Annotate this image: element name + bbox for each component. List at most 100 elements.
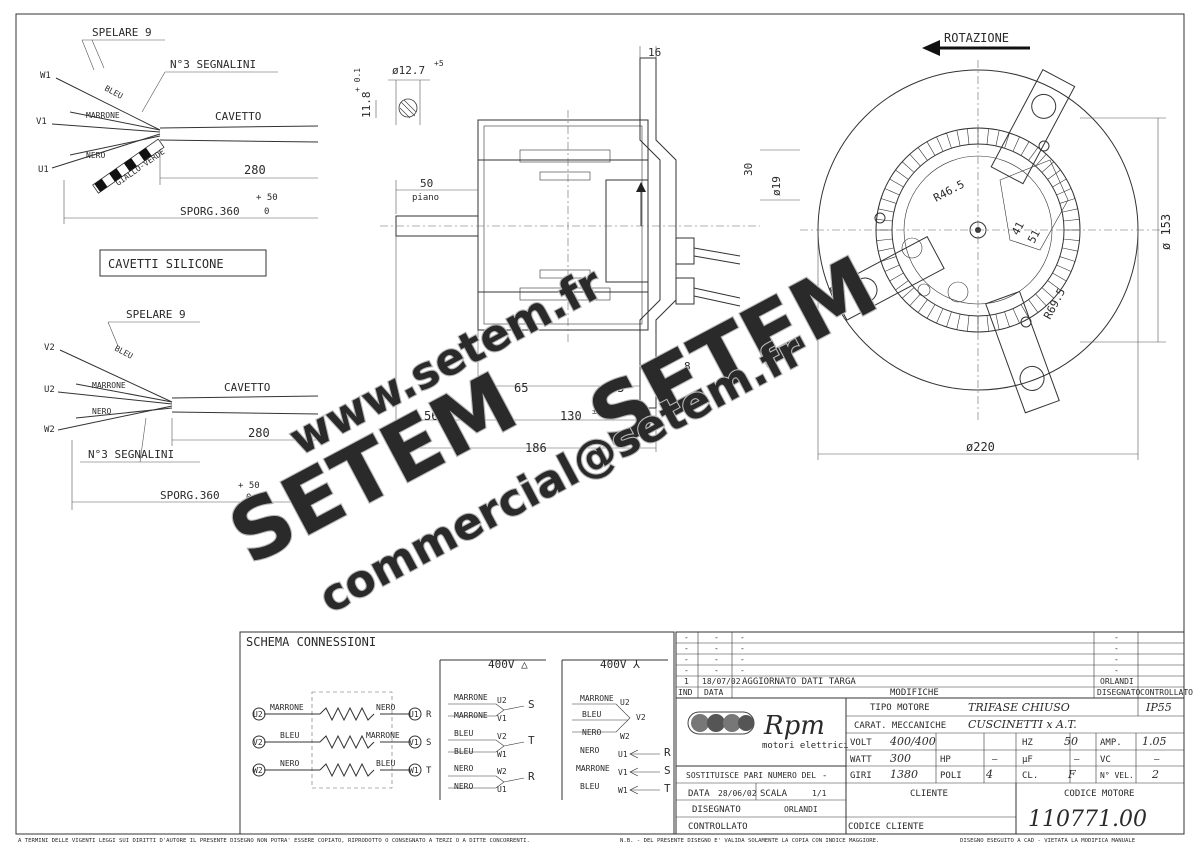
rev-dash: - — [684, 666, 689, 675]
poli-label: POLI — [940, 771, 962, 781]
amp-label: AMP. — [1100, 738, 1122, 748]
carat-value: CUSCINETTI x A.T. — [968, 718, 1077, 731]
schema-color-r1: NERO — [376, 703, 395, 712]
cooling-fin — [878, 208, 894, 213]
cooling-fin — [967, 128, 970, 145]
key-tolerance: + 0.1 — [353, 68, 362, 92]
logo-text: Rpm — [763, 711, 825, 741]
star-phase-s: S — [664, 764, 671, 777]
tol-130: ±1 — [592, 407, 602, 416]
sporg-top: SPORG.360 — [180, 205, 240, 218]
rev-dash: - — [1114, 633, 1119, 642]
rev-head-modifiche: MODIFICHE — [890, 688, 939, 698]
codice-cliente-label: CODICE CLIENTE — [848, 822, 924, 832]
schema-color-l3: NERO — [280, 759, 299, 768]
motor-side-view: ø12.7 +5 11.8 + 0.1 16 5 — [353, 46, 760, 455]
codice-motore-value: 110771.00 — [1028, 807, 1147, 832]
cooling-fin — [878, 247, 894, 252]
cooling-fin — [876, 238, 893, 241]
controllato-label: CONTROLLATO — [688, 822, 748, 832]
cooling-fin — [926, 304, 936, 319]
dim-65-a: 65 — [514, 381, 528, 395]
wire-v2-label: V2 — [44, 343, 55, 353]
data-label: DATA — [688, 789, 710, 799]
cliente-label: CLIENTE — [910, 789, 948, 799]
cooling-fin — [936, 308, 944, 324]
uf-value: — — [1074, 755, 1080, 765]
star-bot-t1: U1 — [618, 750, 628, 759]
cl-value: F — [1067, 768, 1076, 781]
cooling-fin — [901, 287, 915, 299]
cooling-fin — [1004, 311, 1010, 328]
delta-c2c: NERO — [454, 782, 473, 791]
piano-label: piano — [412, 193, 439, 203]
cooling-fin — [909, 293, 921, 307]
delta-c2b: BLEU — [454, 747, 473, 756]
shaft-diameter: ø12.7 — [392, 64, 425, 77]
footer-note: N.B. - DEL PRESENTE DISEGNO E' VALIDA SO… — [620, 838, 879, 844]
color-marrone-bottom: MARRONE — [92, 381, 126, 390]
data-value: 28/06/02 — [718, 789, 757, 798]
color-bleu-top: BLEU — [103, 84, 124, 101]
delta-c1c: NERO — [454, 764, 473, 773]
cooling-fin — [926, 141, 936, 156]
delta-t2c: U1 — [497, 785, 507, 794]
cooling-fin — [1020, 304, 1030, 319]
star-bot-c2: MARRONE — [576, 764, 610, 773]
rev-row-num: 1 — [684, 677, 689, 686]
tipo-value: TRIFASE CHIUSO — [968, 701, 1070, 714]
watt-value: 300 — [890, 752, 911, 765]
wire-w1-label: W1 — [40, 71, 51, 81]
dim-r46: R46.5 — [931, 178, 966, 205]
wire-u1-label: U1 — [38, 165, 49, 175]
rev-dash: - — [714, 655, 719, 664]
nvel-label: N° VEL. — [1100, 771, 1134, 780]
cable-detail-bottom: SPELARE 9 CAVETTO V2 U2 W2 BLEU MARRONE … — [44, 308, 319, 510]
rev-dash: - — [740, 644, 745, 653]
tol-zero-bottom: 0 — [246, 493, 251, 503]
dim-280-bottom: 280 — [248, 426, 270, 440]
delta-t2b: W1 — [497, 750, 507, 759]
rpm-logo-icon — [687, 711, 755, 735]
cooling-fin — [1047, 169, 1061, 180]
cooling-fin — [1062, 208, 1078, 213]
cooling-fin — [1052, 178, 1067, 188]
delta-t1c: W2 — [497, 767, 507, 776]
sostituisce-label: SOSTITUISCE PARI NUMERO DEL — [686, 771, 816, 780]
star-bot-c3: BLEU — [580, 782, 599, 791]
cooling-fin — [1052, 272, 1067, 282]
delta-t1a: U2 — [497, 696, 507, 705]
giri-label: GIRI — [850, 771, 872, 781]
sporg-bottom: SPORG.360 — [160, 489, 220, 502]
cooling-fin — [986, 128, 989, 145]
disegnato-value: ORLANDI — [784, 805, 818, 814]
rev-dash: - — [714, 633, 719, 642]
star-bot-c1: NERO — [580, 746, 599, 755]
rev-head-data: DATA — [704, 688, 723, 697]
cooling-fin — [1047, 280, 1061, 291]
rev-dash: - — [714, 644, 719, 653]
cooling-fin — [936, 136, 944, 152]
cooling-fin — [956, 314, 961, 330]
tipo-label: TIPO MOTORE — [870, 703, 930, 713]
cooling-fin — [917, 299, 928, 313]
cooling-fin — [986, 315, 989, 332]
dim-50: 50 — [420, 177, 433, 190]
rev-dash: - — [1114, 644, 1119, 653]
cooling-fin — [1063, 238, 1080, 241]
dim-130: 130 — [560, 409, 582, 423]
star-top-t3: W2 — [620, 732, 630, 741]
dim-30: 30 — [742, 163, 755, 176]
cable-label-bottom: CAVETTO — [224, 381, 270, 394]
cooling-fin — [1012, 136, 1020, 152]
nvel-value: 2 — [1151, 768, 1159, 781]
dim-220: ø220 — [966, 440, 995, 454]
cooling-fin — [889, 178, 904, 188]
carat-label: CARAT. MECCANICHE — [854, 721, 946, 731]
star-bot-t2: V1 — [618, 768, 628, 777]
rev-row-text: AGGIORNATO DATI TARGA — [742, 677, 856, 687]
codice-motore-label: CODICE MOTORE — [1064, 789, 1134, 799]
flange-16: 16 — [648, 46, 661, 59]
key-dimension: 11.8 — [360, 92, 373, 119]
delta-t2a: V1 — [497, 714, 507, 723]
